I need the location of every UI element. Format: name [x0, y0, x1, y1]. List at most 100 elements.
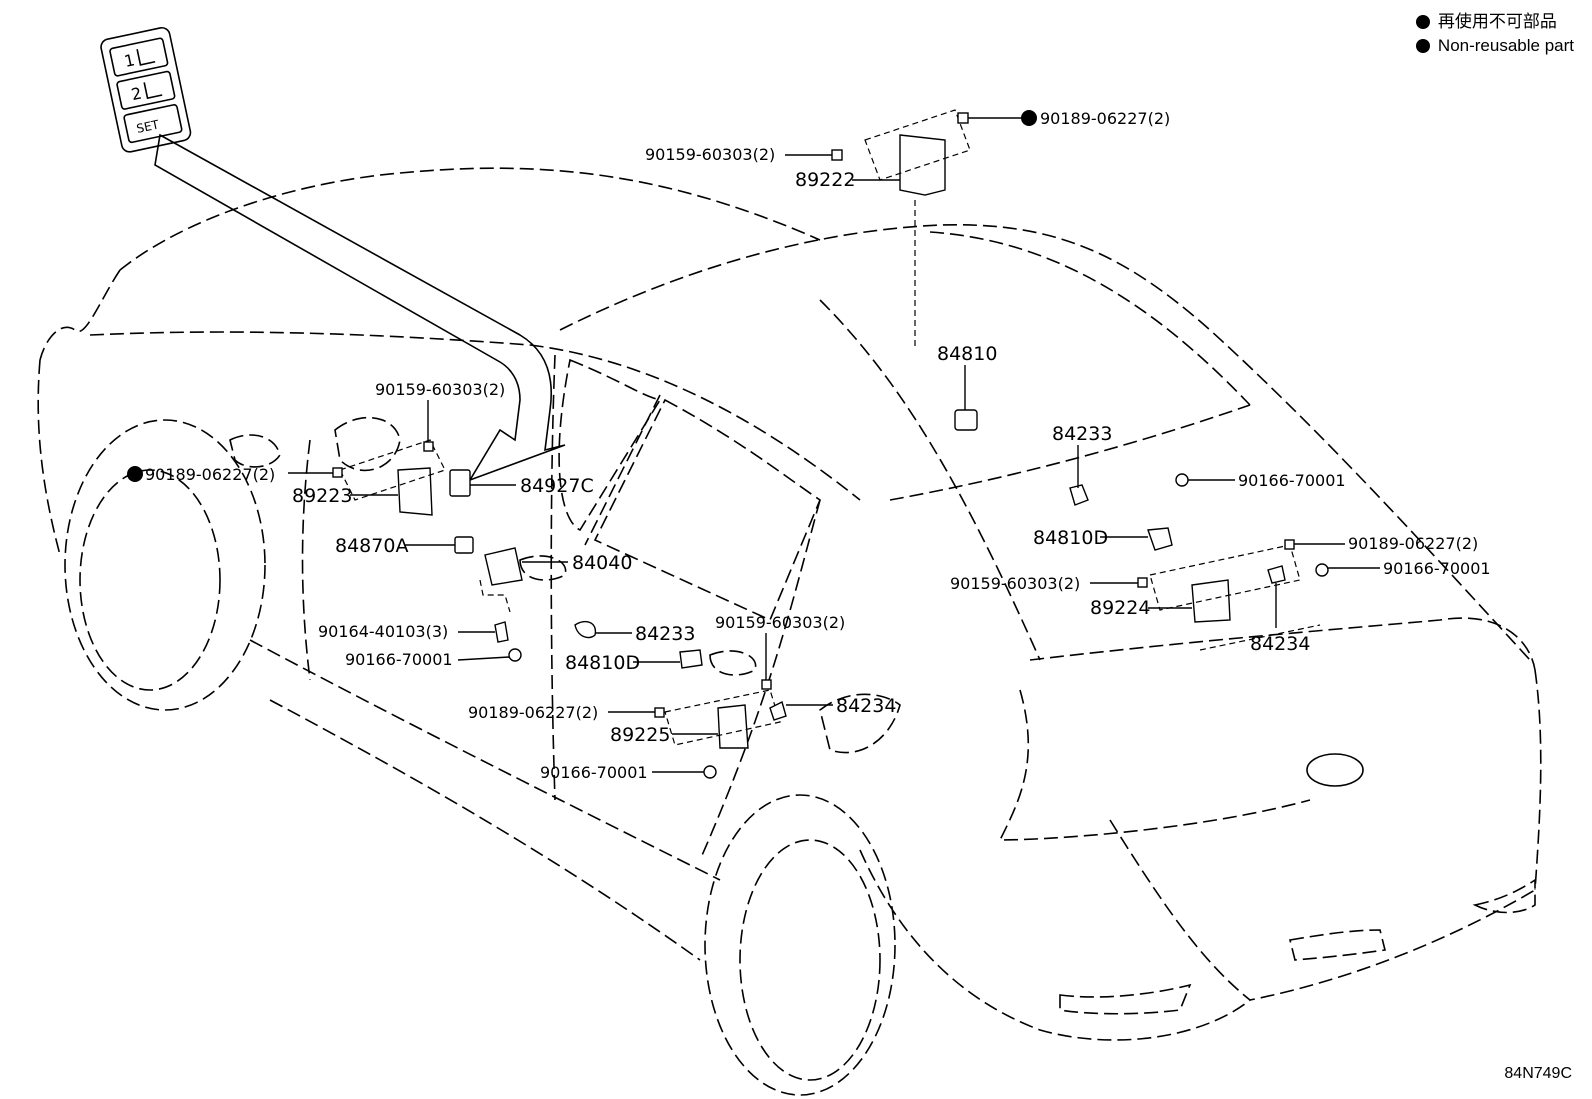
rear-wheel-outer — [704, 794, 896, 1096]
label-84234-mid: 84234 — [836, 695, 896, 717]
non-reusable-dot-icon — [127, 466, 143, 482]
screw-90164 — [494, 621, 509, 643]
label-89225: 89225 — [610, 724, 670, 746]
side-mirror — [334, 416, 401, 472]
front-door-handle — [519, 555, 567, 581]
switch-key-set-frame — [123, 104, 183, 144]
part-84810D-right — [1147, 527, 1173, 551]
seat-icon — [136, 49, 156, 66]
non-reusable-dot-icon — [1415, 15, 1430, 29]
label-90159-60303-top: 90159-60303(2) — [645, 145, 775, 164]
switch-key-2-frame — [116, 70, 176, 110]
label-90189-06227-left: 90189-06227(2) — [145, 465, 275, 484]
legend-row-jp: 再使用不可部品 — [1415, 10, 1574, 34]
part-89223 — [397, 467, 433, 516]
car-outline — [37, 167, 1542, 1096]
part-84234-right — [1267, 565, 1286, 584]
legend-row-en: Non-reusable part — [1415, 34, 1574, 58]
screw-90159-mid — [761, 679, 772, 690]
screw-90159-top — [831, 149, 843, 161]
part-84927C — [449, 469, 471, 497]
car-shoulder — [89, 331, 861, 501]
car-door-line-rear — [699, 499, 821, 861]
car-rocker — [249, 639, 721, 881]
car-door-pillar — [584, 394, 661, 546]
label-90166-70001-bottom: 90166-70001 — [540, 763, 648, 782]
label-90189-06227-top: 90189-06227(2) — [1040, 109, 1170, 128]
part-84870A — [454, 536, 474, 554]
car-bumper — [1109, 819, 1536, 1001]
bolt-90166-bottom — [703, 765, 717, 779]
part-84810 — [954, 409, 978, 431]
car-rear-glass-top — [559, 223, 1531, 661]
non-reusable-dot-icon — [1021, 110, 1037, 126]
car-door-line — [550, 354, 556, 801]
rear-wheel-inner — [739, 839, 881, 1081]
rear-emblem — [1306, 753, 1364, 787]
tail-light-right — [1472, 878, 1536, 914]
car-rear-glass-edge — [929, 231, 1251, 406]
dash-89222-box — [864, 109, 971, 181]
car-rear-end — [998, 689, 1311, 841]
part-89222 — [899, 134, 946, 196]
leader-lines — [288, 117, 1380, 773]
bolt-90166-right1 — [1175, 473, 1189, 487]
car-window-rear — [593, 398, 821, 622]
rear-door-handle — [709, 650, 757, 676]
screw-90189-right — [1284, 539, 1295, 550]
car-lower-rear-glass — [889, 404, 1251, 501]
drawing-code: 84N749C — [1504, 1065, 1572, 1082]
label-84233-left: 84233 — [635, 623, 695, 645]
label-90166-70001-left: 90166-70001 — [345, 650, 453, 669]
label-90189-06227-mid: 90189-06227(2) — [468, 703, 598, 722]
label-84233-right: 84233 — [1052, 423, 1112, 445]
memory-switch-panel: 1 2 SET — [100, 26, 192, 153]
car-sill — [269, 699, 701, 961]
car-lower-body — [859, 849, 1251, 1041]
car-window-front — [558, 358, 662, 532]
rear-fender-handle — [819, 693, 901, 754]
dash-84234-right — [1199, 624, 1321, 651]
label-84927C: 84927C — [520, 475, 594, 497]
front-wheel-inner — [79, 469, 221, 691]
car-upper-side — [39, 269, 121, 361]
label-90166-70001-right2: 90166-70001 — [1383, 559, 1491, 578]
part-labels: 90189-06227(2) 90159-60303(2) 89222 8481… — [145, 109, 1491, 782]
bolt-90166-right2 — [1315, 563, 1329, 577]
car-trunk-line — [1029, 617, 1536, 671]
front-wheel-outer — [64, 419, 266, 711]
part-84233-right — [1069, 484, 1089, 506]
screw-90189-mid — [654, 707, 665, 718]
front-fender-cut — [229, 434, 281, 468]
label-84040: 84040 — [572, 552, 632, 574]
label-89222: 89222 — [795, 169, 855, 191]
pointer-arrow — [154, 133, 566, 482]
car-roof-line — [119, 167, 821, 271]
screw-90189-top — [957, 112, 969, 124]
label-90159-60303-right: 90159-60303(2) — [950, 574, 1080, 593]
label-89223: 89223 — [292, 485, 352, 507]
seat-icon — [143, 82, 163, 100]
screw-90159-right — [1137, 577, 1148, 588]
switch-key-1-frame — [109, 37, 169, 77]
legend: 再使用不可部品 Non-reusable part — [1415, 10, 1574, 58]
label-84234-right: 84234 — [1250, 633, 1310, 655]
label-90159-60303-left: 90159-60303(2) — [375, 380, 505, 399]
part-84233-left — [574, 620, 597, 639]
screw-90159-left — [423, 441, 434, 452]
legend-jp-text: 再使用不可部品 — [1437, 12, 1557, 31]
car-front-hood — [37, 359, 61, 556]
part-84234-mid — [769, 700, 787, 721]
dash-89225-box — [664, 689, 781, 746]
label-90166-70001-right1: 90166-70001 — [1238, 471, 1346, 490]
part-89225 — [717, 704, 749, 749]
label-84810D-right: 84810D — [1033, 527, 1108, 549]
label-84810: 84810 — [937, 343, 997, 365]
part-84810D-mid — [679, 649, 703, 669]
label-84870A: 84870A — [335, 535, 408, 557]
bolt-90166-left — [508, 648, 522, 662]
switch-key-1-label: 1 — [122, 50, 136, 71]
leader-90166-left — [457, 656, 510, 661]
non-reusable-dot-icon — [1415, 39, 1430, 53]
